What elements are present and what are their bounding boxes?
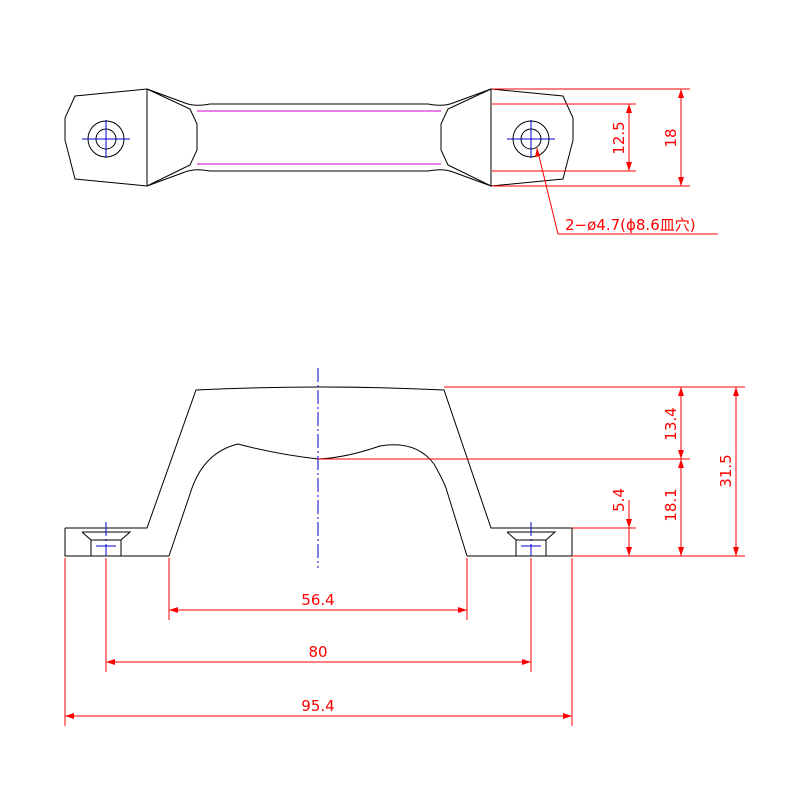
grip-left-profile <box>146 88 198 187</box>
hole-callout-label: 2−ø4.7(ϕ8.6皿穴) <box>565 216 696 234</box>
dim-95-4-label: 95.4 <box>301 697 334 715</box>
dim-18-1: 18.1 <box>662 459 684 556</box>
left-base <box>64 528 169 557</box>
dim-31-5-label: 31.5 <box>717 454 735 487</box>
dim-13-4-label: 13.4 <box>662 407 680 440</box>
handle-top-edge <box>146 88 492 106</box>
left-lug-outline <box>64 88 148 187</box>
dim-80: 80 <box>106 643 531 665</box>
dim-18: 18 <box>492 88 690 187</box>
dim-5-4-label: 5.4 <box>610 488 628 512</box>
dim-12-5: 12.5 <box>492 103 636 172</box>
dim-80-label: 80 <box>308 643 327 661</box>
dim-56-4-label: 56.4 <box>301 591 334 609</box>
handle-bottom-edge <box>146 169 492 187</box>
front-view: 13.4 18.1 31.5 5.4 <box>64 368 745 726</box>
dim-18-1-label: 18.1 <box>662 488 680 521</box>
right-lug-outline <box>490 88 574 187</box>
top-view: 12.5 18 2−ø4.7(ϕ8.6皿穴) <box>64 88 718 235</box>
inner-opening <box>168 443 468 557</box>
dim-95-4: 95.4 <box>65 697 572 719</box>
grip-right-profile <box>440 88 492 187</box>
dim-5-4: 5.4 <box>610 488 632 556</box>
dim-31-5: 31.5 <box>717 387 739 556</box>
dim-56-4: 56.4 <box>169 591 467 613</box>
hole-callout: 2−ø4.7(ϕ8.6皿穴) <box>535 147 718 235</box>
dim-13-4: 13.4 <box>662 387 684 459</box>
dim-12-5-label: 12.5 <box>610 121 628 154</box>
dim-18-label: 18 <box>662 128 680 147</box>
outer-profile <box>65 386 573 557</box>
